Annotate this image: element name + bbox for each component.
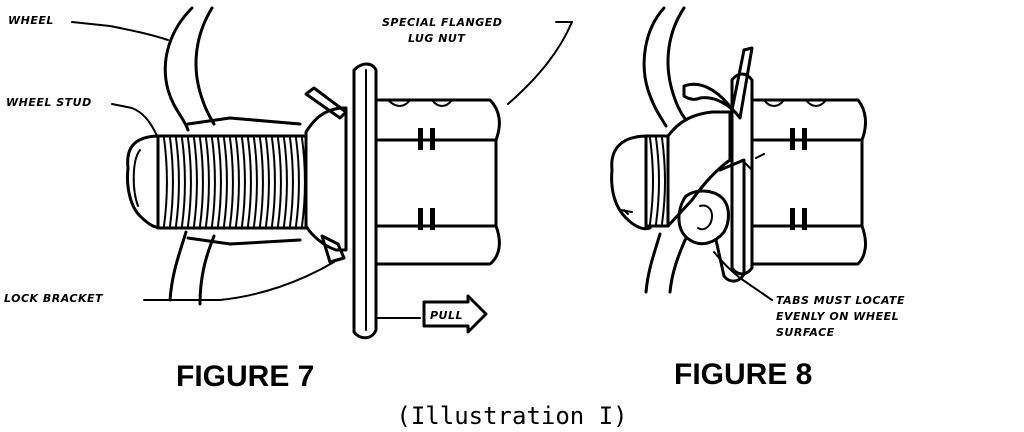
lock-bracket-tab-bottom (320, 234, 346, 264)
thread-line (277, 137, 282, 227)
wheel-rim-lower (168, 230, 216, 306)
tabs-label-line-1: TABS MUST LOCATE (776, 294, 905, 307)
thread-line (655, 137, 660, 225)
stud-head-8 (610, 134, 652, 231)
thread-line (175, 137, 180, 227)
thread-line (211, 137, 216, 227)
nut-label-line-2: LUG NUT (408, 32, 466, 45)
nut-label-line-1: SPECIAL FLANGED (382, 16, 502, 29)
figure-7: PULL WHEEL WHEEL STUD LOCK BRACKET SPECI… (4, 6, 573, 393)
thread-line (289, 137, 294, 227)
wheel-rim-inner (194, 6, 216, 126)
tab-marker-8 (755, 153, 765, 159)
hex-nut-body-8 (750, 98, 867, 266)
wheel-rim-outer-8 (642, 6, 668, 128)
hex-nut-body (374, 98, 501, 266)
lock-bracket-clip-8 (682, 46, 754, 120)
wheel-rim-inner-8 (666, 6, 688, 122)
stud-head (126, 134, 164, 230)
wheel-label: WHEEL (8, 14, 54, 27)
stud-head-detail (132, 149, 141, 207)
nut-slots (418, 128, 435, 230)
nut-leader (507, 21, 573, 105)
thread-line (205, 137, 210, 227)
thread-line (193, 137, 198, 227)
tabs-leader-8 (713, 251, 773, 301)
thread-line (229, 137, 234, 227)
wheel-rim-outer (163, 6, 194, 132)
nut-flange-8 (730, 72, 754, 276)
nut-chamfer (387, 99, 453, 107)
thread-line (283, 137, 288, 227)
lock-tab-inner-8 (697, 204, 713, 231)
stud-threads-8 (649, 137, 666, 225)
tabs-leader-upper-8 (741, 159, 753, 171)
wheel-hub (186, 116, 302, 246)
thread-line (295, 137, 300, 227)
figure-8: TABS MUST LOCATE EVENLY ON WHEEL SURFACE… (610, 6, 905, 391)
nut-slots-8 (790, 128, 807, 230)
figure-7-title: FIGURE 7 (176, 360, 314, 393)
thread-line (259, 137, 264, 227)
lock-bracket-shoulder-8 (666, 110, 732, 228)
thread-line (169, 137, 174, 227)
stud-head-dot-8 (619, 209, 633, 215)
tabs-label-line-2: EVENLY ON WHEEL (776, 310, 899, 323)
figure-8-title: FIGURE 8 (674, 358, 812, 391)
nut-flange (352, 62, 378, 340)
thread-line (253, 137, 258, 227)
thread-line (265, 137, 270, 227)
thread-line (181, 137, 186, 227)
wheel-stud-leader (111, 103, 159, 139)
lock-bracket-body (304, 106, 348, 252)
nut-chamfer-8 (763, 99, 827, 107)
pull-label: PULL (430, 309, 463, 322)
wheel-stud-label: WHEEL STUD (6, 96, 92, 109)
lock-tab-lower-8 (714, 158, 746, 283)
wheel-rim-lower-8 (644, 232, 688, 294)
thread-line (247, 137, 252, 227)
pull-arrow (422, 294, 488, 334)
thread-line (241, 137, 246, 227)
thread-line (271, 137, 276, 227)
thread-line (163, 137, 168, 227)
stud-threads (163, 137, 306, 227)
lock-bracket-label: LOCK BRACKET (4, 292, 104, 305)
illustration-caption: (Illustration I) (396, 402, 627, 430)
thread-line (199, 137, 204, 227)
tabs-label-line-3: SURFACE (776, 326, 835, 339)
lock-tab-loop-8 (677, 189, 730, 246)
wheel-leader (71, 21, 169, 41)
thread-line (661, 137, 666, 225)
thread-line (235, 137, 240, 227)
thread-line (217, 137, 222, 227)
thread-line (187, 137, 192, 227)
lock-bracket-leader (143, 261, 335, 301)
thread-line (223, 137, 228, 227)
thread-line (649, 137, 654, 225)
